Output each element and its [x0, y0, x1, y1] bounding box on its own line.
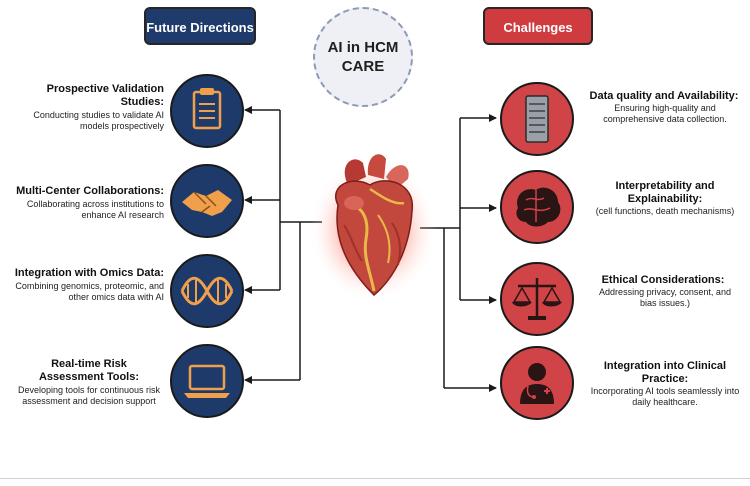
future-item-description: Combining genomics, proteomic, and other…: [15, 281, 164, 302]
challenge-item-title: Interpretability and Explainability:: [615, 180, 715, 205]
challenge-icon-circle: [500, 170, 574, 244]
future-item-description: Conducting studies to validate AI models…: [33, 110, 164, 131]
laptop-icon: [184, 364, 230, 398]
heart-illustration: [309, 154, 437, 302]
future-icon-circle: [170, 254, 244, 328]
challenge-item-description: (cell functions, death mechanisms): [595, 206, 735, 216]
challenge-icon-circle: [500, 82, 574, 156]
server-icon: [525, 95, 549, 143]
future-item-title: Multi-Center Collaborations:: [16, 185, 164, 197]
challenges-header: Challenges: [483, 7, 593, 45]
future-item-title: Integration with Omics Data:: [14, 267, 164, 279]
future-icon-circle: [170, 344, 244, 418]
future-item-title: Real-time Risk Assessment Tools:: [38, 358, 140, 383]
challenge-item-description: Incorporating AI tools seamlessly into d…: [590, 386, 740, 407]
challenge-item-description: Ensuring high-quality and comprehensive …: [603, 103, 727, 124]
challenge-icon-circle: [500, 346, 574, 420]
challenge-icon-circle: [500, 262, 574, 336]
scales-icon: [512, 278, 562, 320]
center-title: AI in HCM CARE: [327, 39, 399, 75]
doctor-icon: [520, 363, 554, 404]
future-item-description: Developing tools for continuous risk ass…: [17, 385, 161, 406]
challenge-item-title: Integration into Clinical Practice:: [603, 360, 727, 385]
future-item-description: Collaborating across institutions to enh…: [26, 199, 164, 220]
clipboard-icon: [192, 88, 222, 130]
center-title-circle: AI in HCM CARE: [313, 7, 413, 107]
future-icon-circle: [170, 164, 244, 238]
challenge-item-title: Ethical Considerations:: [601, 274, 725, 286]
bottom-divider: [0, 478, 750, 479]
brain-icon: [516, 187, 561, 227]
challenge-item-description: Addressing privacy, consent, and bias is…: [599, 287, 731, 308]
dna-icon: [180, 276, 234, 306]
challenge-item-title: Data quality and Availability:: [589, 90, 739, 102]
future-directions-header: Future Directions: [144, 7, 256, 45]
future-item-title: Prospective Validation Studies:: [46, 83, 164, 108]
handshake-icon: [182, 190, 232, 216]
future-icon-circle: [170, 74, 244, 148]
